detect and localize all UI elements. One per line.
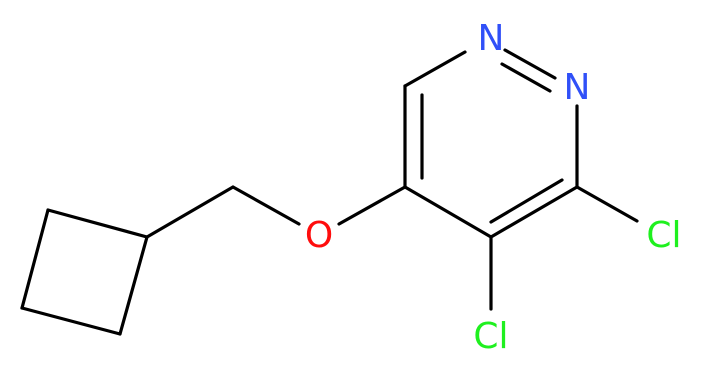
atom-n2-label: N [564,67,591,108]
bond-cb3-cb4 [20,306,122,336]
bond-cb1-cb2 [46,208,149,239]
bond-c5-o [337,185,407,226]
bond-c6-n1 [403,50,467,88]
bond-cb4-cb1 [118,235,149,336]
bond-o-ch2 [231,185,301,226]
atom-n1-label: N [478,18,505,59]
bond-c3-c4-a [489,185,579,239]
bond-ch2-cb [145,185,235,239]
bond-c3-c4-b [489,178,564,224]
bond-n1-n2-b [500,62,552,93]
bond-c4-c5 [403,185,493,239]
bond-n1-n2-a [503,48,557,80]
atom-cl1-label: Cl [646,215,681,256]
atom-cl2-label: Cl [473,316,508,357]
atom-o-label: O [305,215,333,256]
bond-c3-cl1 [575,185,639,223]
bond-cb2-cb3 [20,208,50,310]
